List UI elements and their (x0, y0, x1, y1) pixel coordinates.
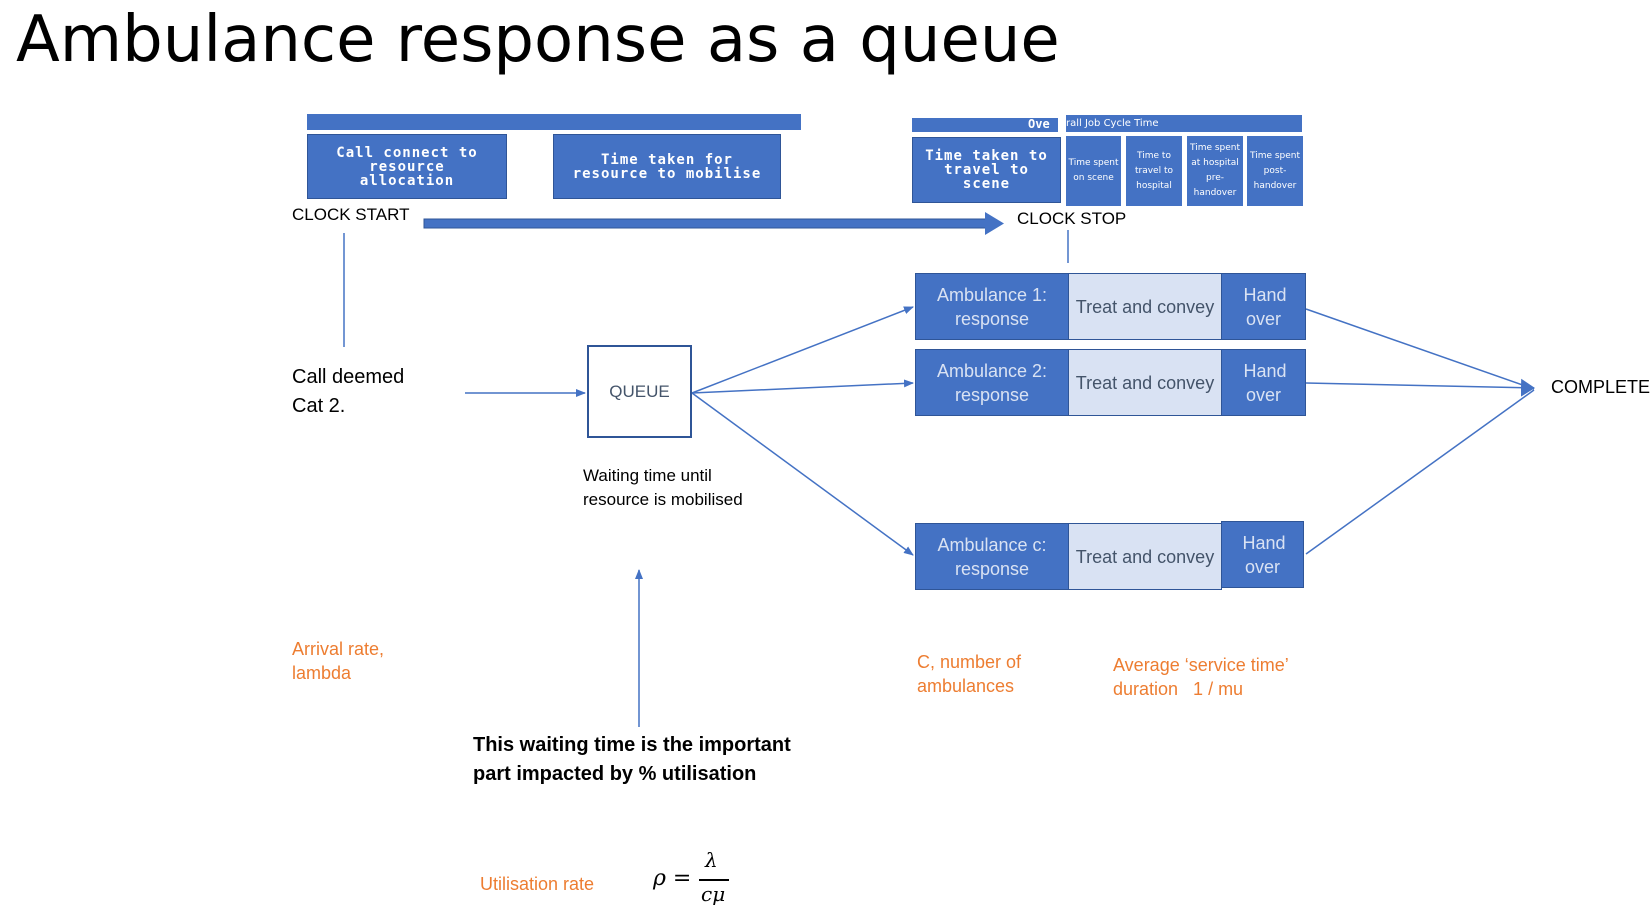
formula-numerator: λ (705, 848, 718, 872)
ambulance-c-treat: Treat and convey (1068, 523, 1222, 590)
ambulance-1-treat-label: Treat and convey (1075, 296, 1215, 317)
utilisation-label: Utilisation rate (480, 874, 595, 894)
service-time-label: Average ‘service time’ duration 1 / mu (1113, 655, 1294, 699)
formula-fraction-bar (699, 879, 729, 881)
overall-job-cycle-bar (1066, 115, 1302, 132)
post-handover-box: Time spent post-handover (1247, 136, 1303, 206)
ambulance-2-handover-label: Hand over (1243, 360, 1287, 405)
pre-handover-label: Time spent at hospital pre-handover (1189, 143, 1241, 198)
to-hospital-label: Time to travel to hospital (1134, 150, 1173, 191)
ambulance-c-response: Ambulance c: response (915, 523, 1069, 590)
ambulance-1-treat: Treat and convey (1068, 273, 1222, 340)
call-connect-box: Call connect to resource allocation (307, 134, 507, 199)
mobilise-label: Time taken for resource to mobilise (572, 151, 762, 182)
ambulance-1-response-label: Ambulance 1: response (936, 284, 1048, 329)
ambulance-2-response: Ambulance 2: response (915, 349, 1069, 416)
travel-to-scene-box: Time taken to travel to scene (912, 137, 1061, 203)
arrow-amb2-complete (1305, 378, 1535, 397)
ambulance-1-response: Ambulance 1: response (915, 273, 1069, 340)
complete-label: COMPLETE (1551, 377, 1651, 397)
formula-lhs: ρ = (653, 866, 692, 891)
clock-stop-label: CLOCK STOP (1017, 209, 1127, 228)
ambulance-1-handover: Hand over (1221, 273, 1306, 340)
ambulance-2-response-label: Ambulance 2: response (936, 360, 1048, 405)
mobilise-box: Time taken for resource to mobilise (553, 134, 781, 199)
line-amb1-complete (1305, 308, 1535, 390)
line-ambc-complete (1305, 389, 1535, 555)
overall-job-cycle-label: rall Job Cycle Time (1066, 118, 1159, 129)
waiting-note: This waiting time is the important part … (473, 734, 791, 785)
arrow-queue-amb1 (691, 306, 914, 394)
arrow-queue-ambc (691, 392, 914, 556)
utilisation-formula: ρ = λ cμ (653, 848, 743, 910)
overall-prefix: Ove (1028, 117, 1050, 131)
ambulance-2-treat-label: Treat and convey (1075, 372, 1215, 393)
pre-handover-box: Time spent at hospital pre-handover (1187, 136, 1243, 206)
header-bar-right (912, 118, 1058, 132)
arrow-queue-amb2 (691, 379, 914, 394)
ambulance-1-handover-label: Hand over (1243, 284, 1287, 329)
formula-denominator: cμ (701, 882, 726, 906)
ambulance-2-handover: Hand over (1221, 349, 1306, 416)
travel-to-scene-label: Time taken to travel to scene (925, 148, 1048, 192)
header-bar-left (307, 114, 801, 130)
ambulance-c-treat-label: Treat and convey (1075, 546, 1215, 567)
ambulance-c-handover-label: Hand over (1242, 532, 1286, 577)
queue-box: QUEUE (587, 345, 692, 438)
c-number-label: C, number of ambulances (917, 652, 1022, 696)
queue-label: QUEUE (609, 381, 670, 401)
clock-arrow (423, 212, 1004, 235)
call-connect-label: Call connect to resource allocation (336, 144, 478, 189)
ambulance-c-handover: Hand over (1221, 521, 1304, 588)
ambulance-c-response-label: Ambulance c: response (937, 534, 1047, 579)
post-handover-label: Time spent post-handover (1249, 150, 1301, 191)
ambulance-2-treat: Treat and convey (1068, 349, 1222, 416)
page-title: Ambulance response as a queue (16, 3, 1060, 77)
to-hospital-box: Time to travel to hospital (1126, 136, 1182, 206)
call-deemed-label: Call deemed Cat 2. (292, 366, 405, 417)
on-scene-box: Time spent on scene (1066, 136, 1121, 206)
waiting-caption: Waiting time until resource is mobilised (583, 466, 743, 509)
on-scene-label: Time spent on scene (1068, 158, 1119, 183)
clock-start-label: CLOCK START (292, 205, 410, 224)
arrival-rate-label: Arrival rate, lambda (292, 639, 385, 683)
